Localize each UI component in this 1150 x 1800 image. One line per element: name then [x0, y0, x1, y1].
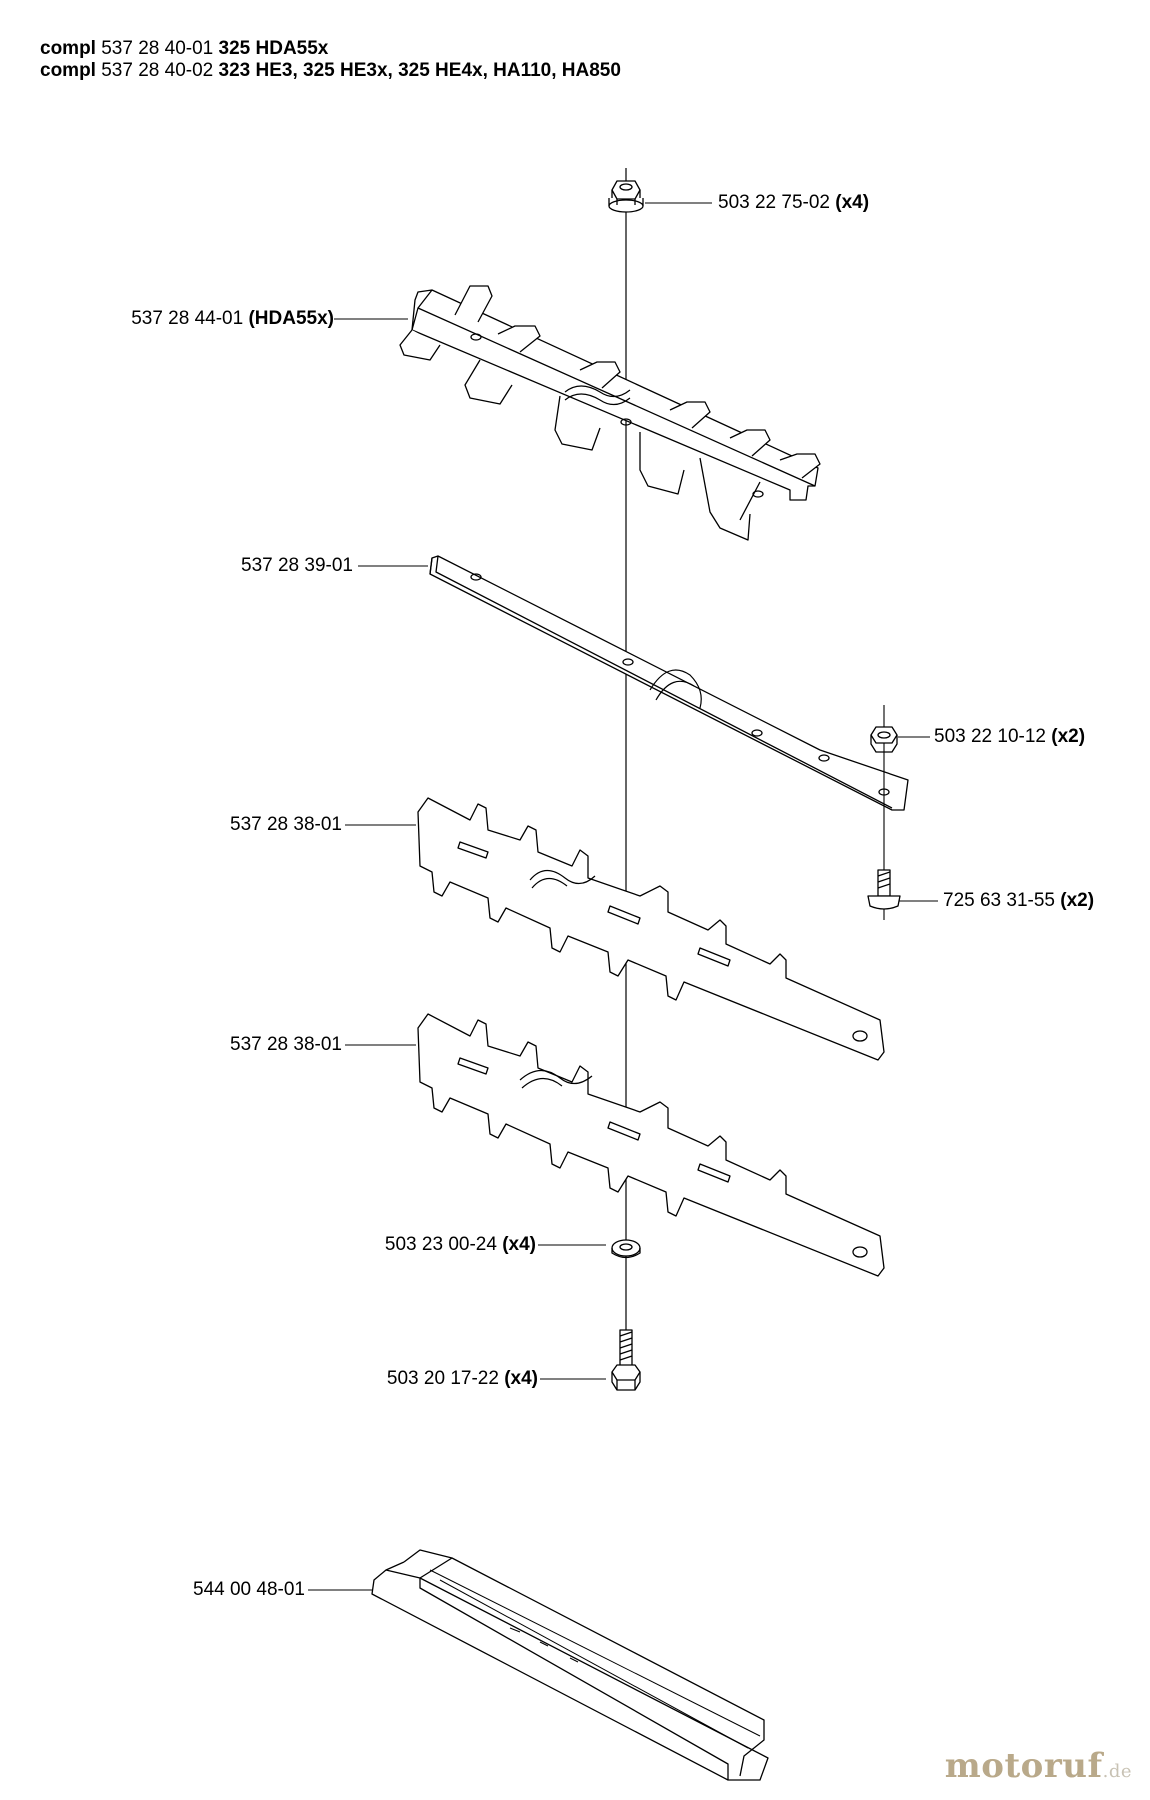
callout-bar: 537 28 39-01	[241, 555, 353, 577]
part-number: 503 22 75-02	[718, 192, 830, 213]
part-number: 503 20 17-22	[386, 1368, 499, 1389]
callout-guard: 537 28 44-01 (HDA55x)	[131, 308, 334, 330]
callout-nut-top: 503 22 75-02 (x4)	[718, 192, 869, 214]
callout-blade-upper: 537 28 38-01	[230, 814, 342, 836]
hedge-guard	[399, 285, 821, 541]
cutter-blade-upper	[417, 797, 885, 1061]
part-number: 725 63 31-55	[943, 890, 1055, 911]
quantity: (x4)	[835, 192, 870, 213]
part-number: 537 28 39-01	[241, 555, 353, 576]
part-number: 537 28 38-01	[230, 814, 342, 835]
cutter-blade-lower	[417, 1013, 885, 1277]
leader-lines	[308, 202, 938, 1591]
watermark-tld: .de	[1102, 1761, 1132, 1782]
flange-nut-top	[608, 180, 644, 213]
kit-models: 325 HDA55x	[218, 38, 329, 59]
kit-part-number: 537 28 40-01	[101, 38, 214, 59]
quantity: (x4)	[502, 1234, 536, 1255]
part-number: 537 28 38-01	[230, 1034, 342, 1055]
quantity: (x2)	[1051, 726, 1086, 747]
callout-screw: 725 63 31-55 (x2)	[943, 890, 1094, 912]
watermark-logo: motoruf.de	[945, 1746, 1132, 1786]
countersunk-screw	[867, 869, 901, 910]
kit-models: 323 HE3, 325 HE3x, 325 HE4x, HA110, HA85…	[218, 60, 621, 81]
support-bar	[429, 555, 909, 811]
quantity: (x2)	[1060, 890, 1095, 911]
watermark-brand: motoruf	[944, 1746, 1103, 1786]
callout-blade-lower: 537 28 38-01	[230, 1034, 342, 1056]
part-number: 537 28 44-01	[131, 308, 244, 329]
part-number: 503 22 10-12	[934, 726, 1046, 747]
hex-bolt	[611, 1329, 641, 1391]
compl-prefix: compl	[40, 60, 96, 81]
callout-cover: 544 00 48-01	[193, 1579, 305, 1601]
compl-prefix: compl	[40, 38, 96, 59]
model-note: (HDA55x)	[248, 308, 334, 329]
callout-washer: 503 23 00-24 (x4)	[385, 1234, 536, 1256]
header-line-1: compl 537 28 40-01 325 HDA55x	[40, 38, 328, 60]
washer	[611, 1239, 641, 1259]
header-line-2: compl 537 28 40-02 323 HE3, 325 HE3x, 32…	[40, 60, 621, 82]
callout-bolt: 503 20 17-22 (x4)	[387, 1368, 538, 1390]
callout-nut-small: 503 22 10-12 (x2)	[934, 726, 1085, 748]
part-number: 544 00 48-01	[193, 1579, 305, 1600]
transport-cover	[371, 1549, 769, 1781]
quantity: (x4)	[504, 1368, 538, 1389]
kit-part-number: 537 28 40-02	[101, 60, 214, 81]
part-number: 503 23 00-24	[384, 1234, 497, 1255]
